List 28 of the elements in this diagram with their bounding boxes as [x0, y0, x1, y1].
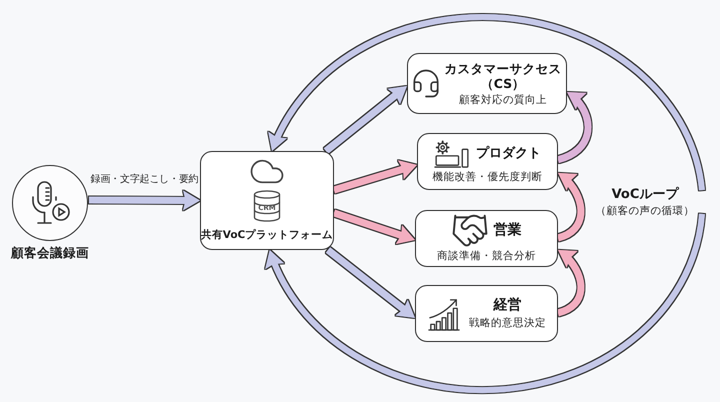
loop-arrow — [266, 213, 705, 393]
arrow — [88, 190, 200, 210]
node-subtitle: 顧客対応の質向上 — [459, 94, 547, 106]
role-card — [417, 133, 558, 190]
role-card — [407, 53, 567, 114]
platform-title: 共有VoCプラットフォーム — [200, 228, 334, 242]
arrow — [324, 83, 410, 154]
node-title: カスタマーサクセス（CS） — [444, 60, 562, 91]
node-title: 経営 — [494, 297, 522, 314]
curved-arrow — [556, 247, 584, 316]
arrow — [332, 210, 416, 244]
role-card — [415, 285, 558, 342]
node-subtitle: 機能改善・優先度判断 — [432, 170, 542, 184]
curved-arrow — [556, 170, 584, 242]
platform-box — [200, 151, 334, 250]
role-card — [415, 210, 558, 267]
edge-label: 録画・文字起こし・要約 — [90, 174, 200, 186]
loop-arrow — [269, 14, 705, 191]
node-title: プロダクト — [476, 146, 541, 162]
node-label: 顧客会議録画 — [11, 245, 89, 261]
loop-subtitle: （顧客の声の循環） — [596, 204, 694, 218]
node-subtitle: 商談準備・競合分析 — [437, 250, 536, 263]
node-subtitle: 戦略的意思決定 — [469, 317, 546, 330]
curved-arrow — [556, 89, 592, 164]
arrow — [326, 247, 418, 321]
loop-title: VoCループ — [612, 186, 678, 202]
node-title: 営業 — [494, 222, 522, 240]
arrow — [333, 160, 418, 194]
